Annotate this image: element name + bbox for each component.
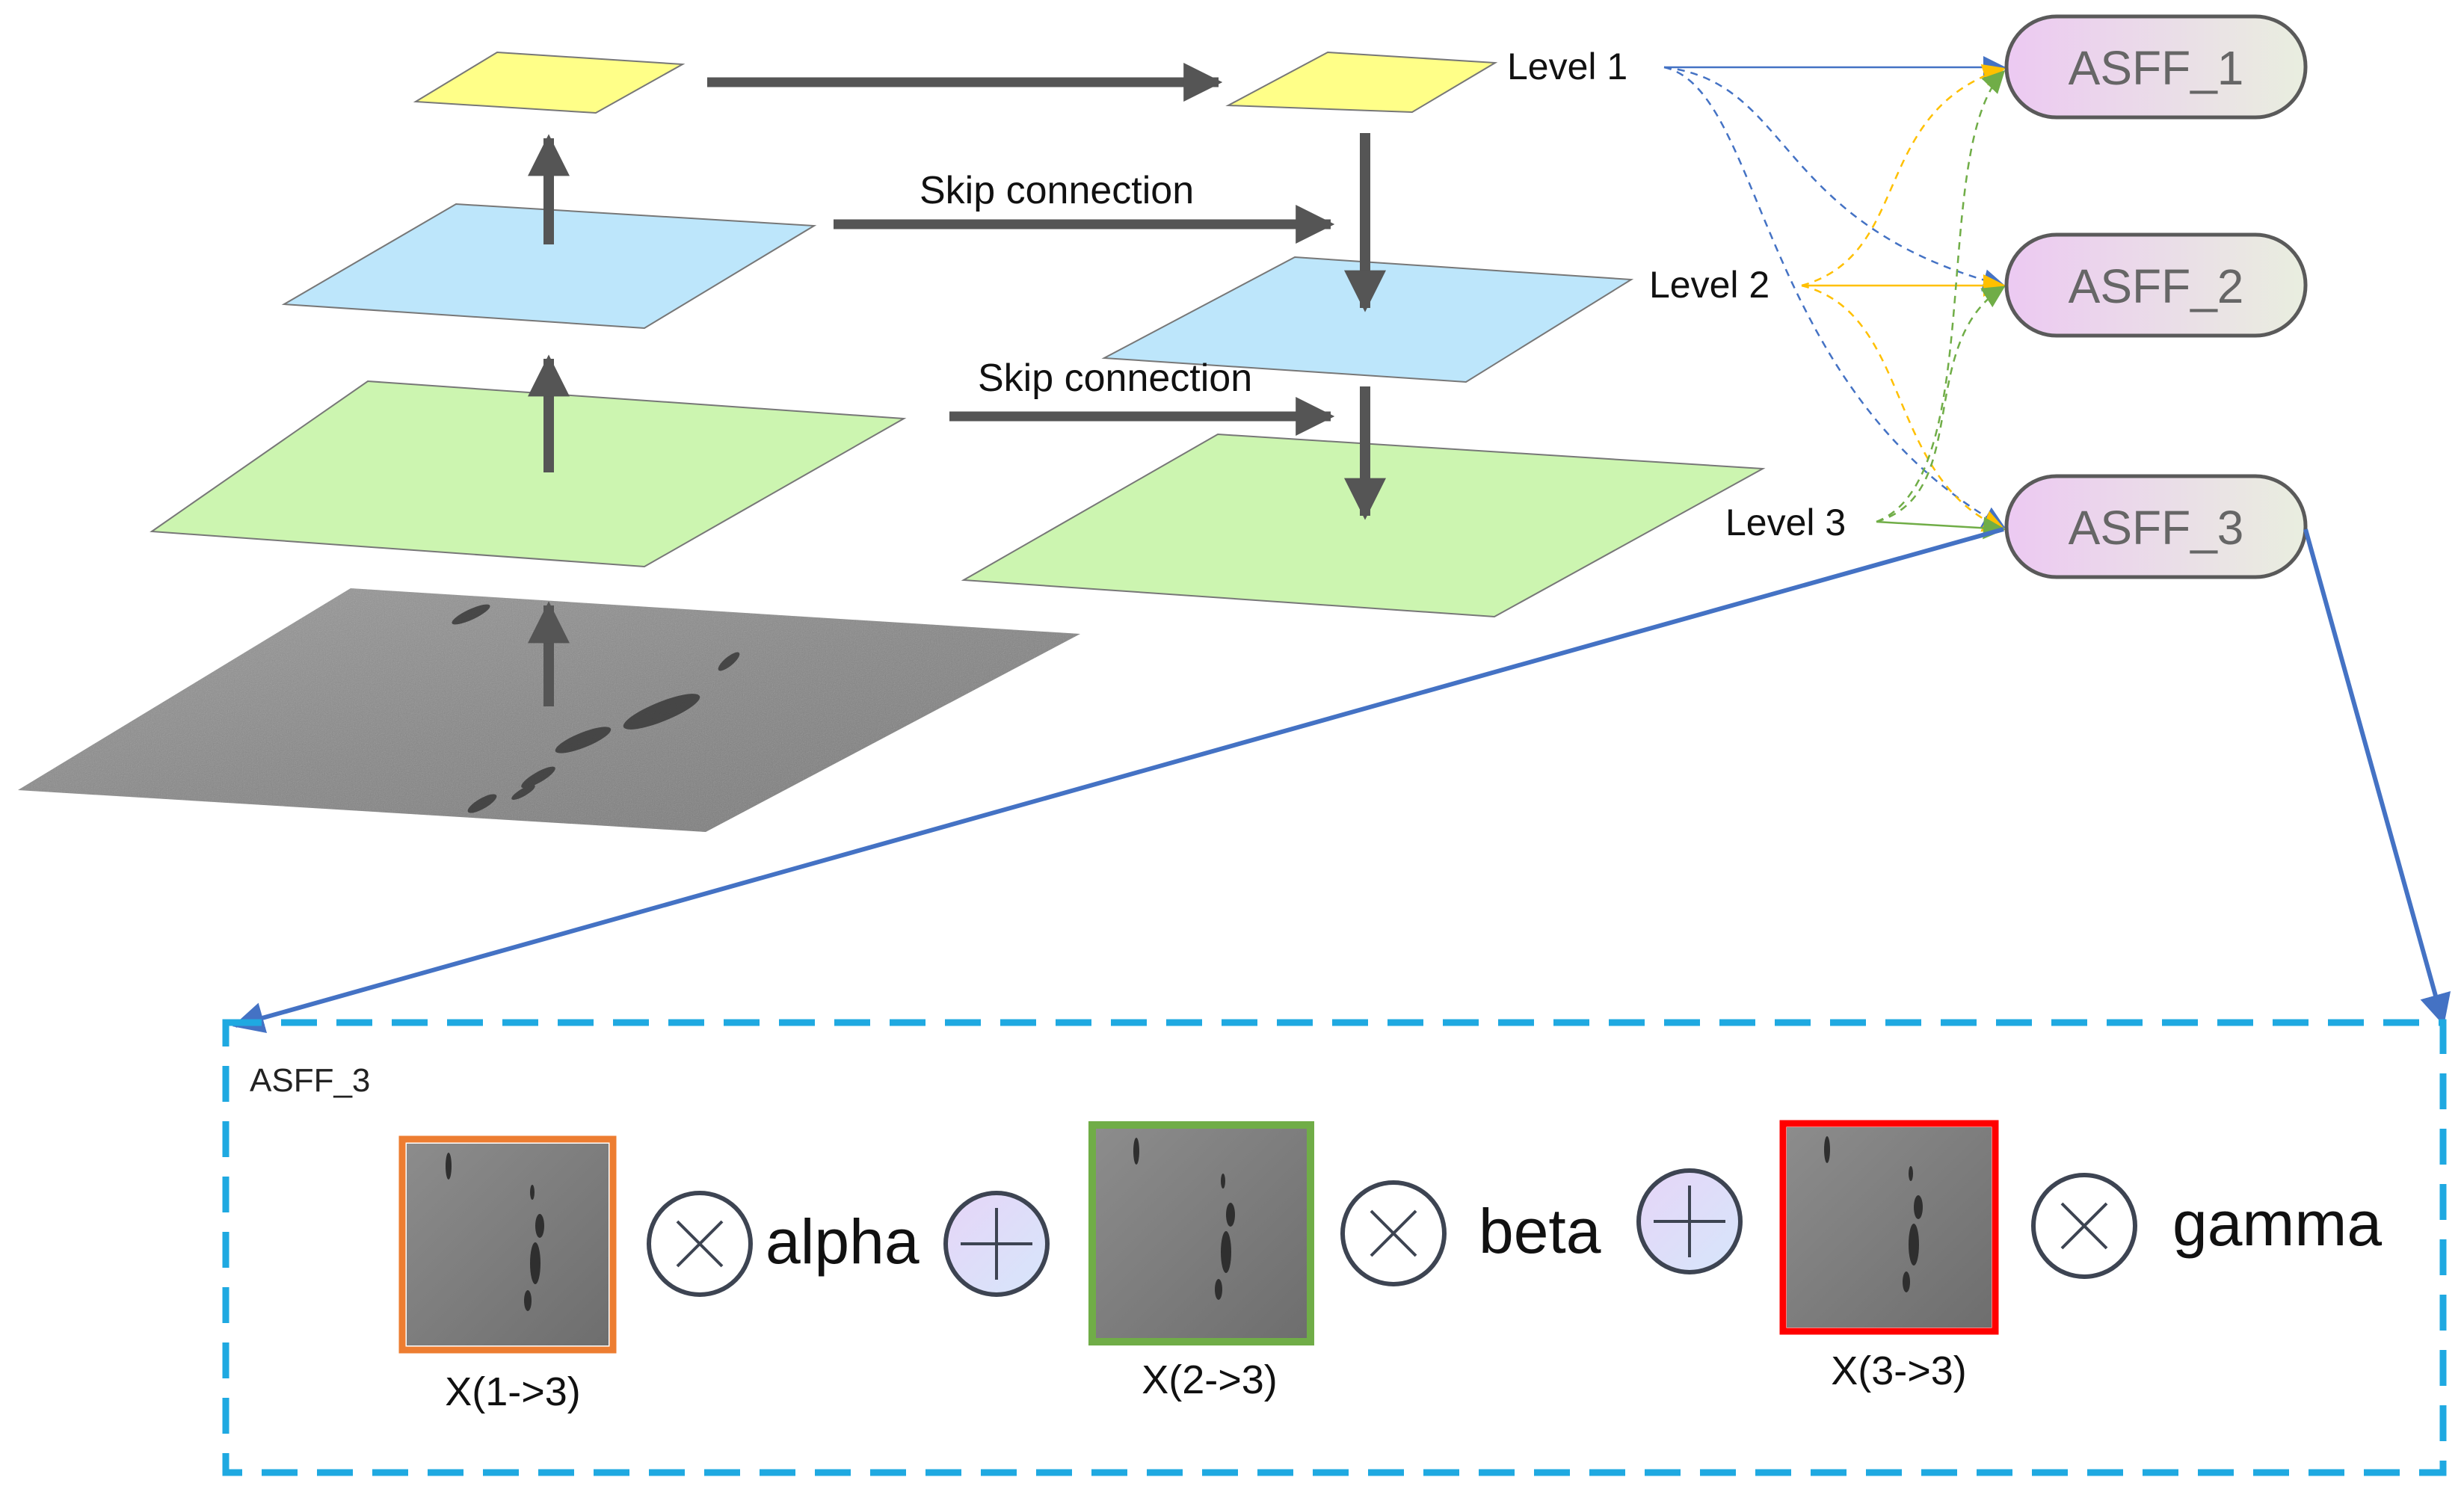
asff-2-node: ASFF_2 (2004, 232, 2308, 338)
weight-label-gamma: gamma (2172, 1189, 2382, 1259)
asff-2-label: ASFF_2 (2069, 259, 2244, 313)
zoom-line-right (2303, 528, 2451, 1026)
multiply-icon-1 (647, 1191, 753, 1297)
skip-connection-label-level3: Skip connection (978, 357, 1252, 400)
plus-icon-2 (1636, 1168, 1743, 1274)
input-thumbnail-x1 (398, 1135, 617, 1354)
input-label-x1: X(1->3) (445, 1369, 581, 1414)
input-label-x2: X(2->3) (1142, 1357, 1278, 1402)
level1-feature-map-right (1225, 51, 1498, 114)
level1-label: Level 1 (1507, 46, 1627, 87)
level3-feature-map-left (150, 380, 907, 568)
detail-panel-title: ASFF_3 (250, 1062, 370, 1099)
multiply-icon-2 (1340, 1180, 1447, 1286)
level3-label: Level 3 (1725, 502, 1846, 543)
plus-icon-1 (943, 1191, 1050, 1297)
input-thumbnail-x3 (1779, 1120, 1999, 1335)
level1-feature-map-left (413, 51, 686, 114)
level2-links (1801, 64, 2006, 532)
input-label-x3: X(3->3) (1831, 1348, 1967, 1393)
multiply-icon-3 (2031, 1173, 2137, 1279)
asff-3-node: ASFF_3 (2004, 474, 2308, 579)
weight-label-alpha: alpha (766, 1206, 920, 1277)
input-thumbnail-x2 (1088, 1121, 1314, 1345)
level1-links (1663, 56, 2006, 528)
weight-label-beta: beta (1479, 1196, 1601, 1266)
sonar-input-plane (18, 588, 1080, 832)
level2-feature-map-left (281, 203, 817, 330)
asff-3-label: ASFF_3 (2069, 501, 2244, 555)
asff-1-label: ASFF_1 (2069, 41, 2244, 95)
zoom-line-left (232, 527, 2004, 1034)
level2-feature-map-right (1101, 256, 1634, 383)
level2-label: Level 2 (1649, 264, 1770, 306)
level3-feature-map-right (961, 433, 1766, 618)
asff-1-node: ASFF_1 (2004, 14, 2308, 120)
level3-links (1876, 70, 2006, 540)
asff-3-detail-panel (222, 1019, 2447, 1476)
skip-connection-label-level2: Skip connection (920, 169, 1194, 212)
